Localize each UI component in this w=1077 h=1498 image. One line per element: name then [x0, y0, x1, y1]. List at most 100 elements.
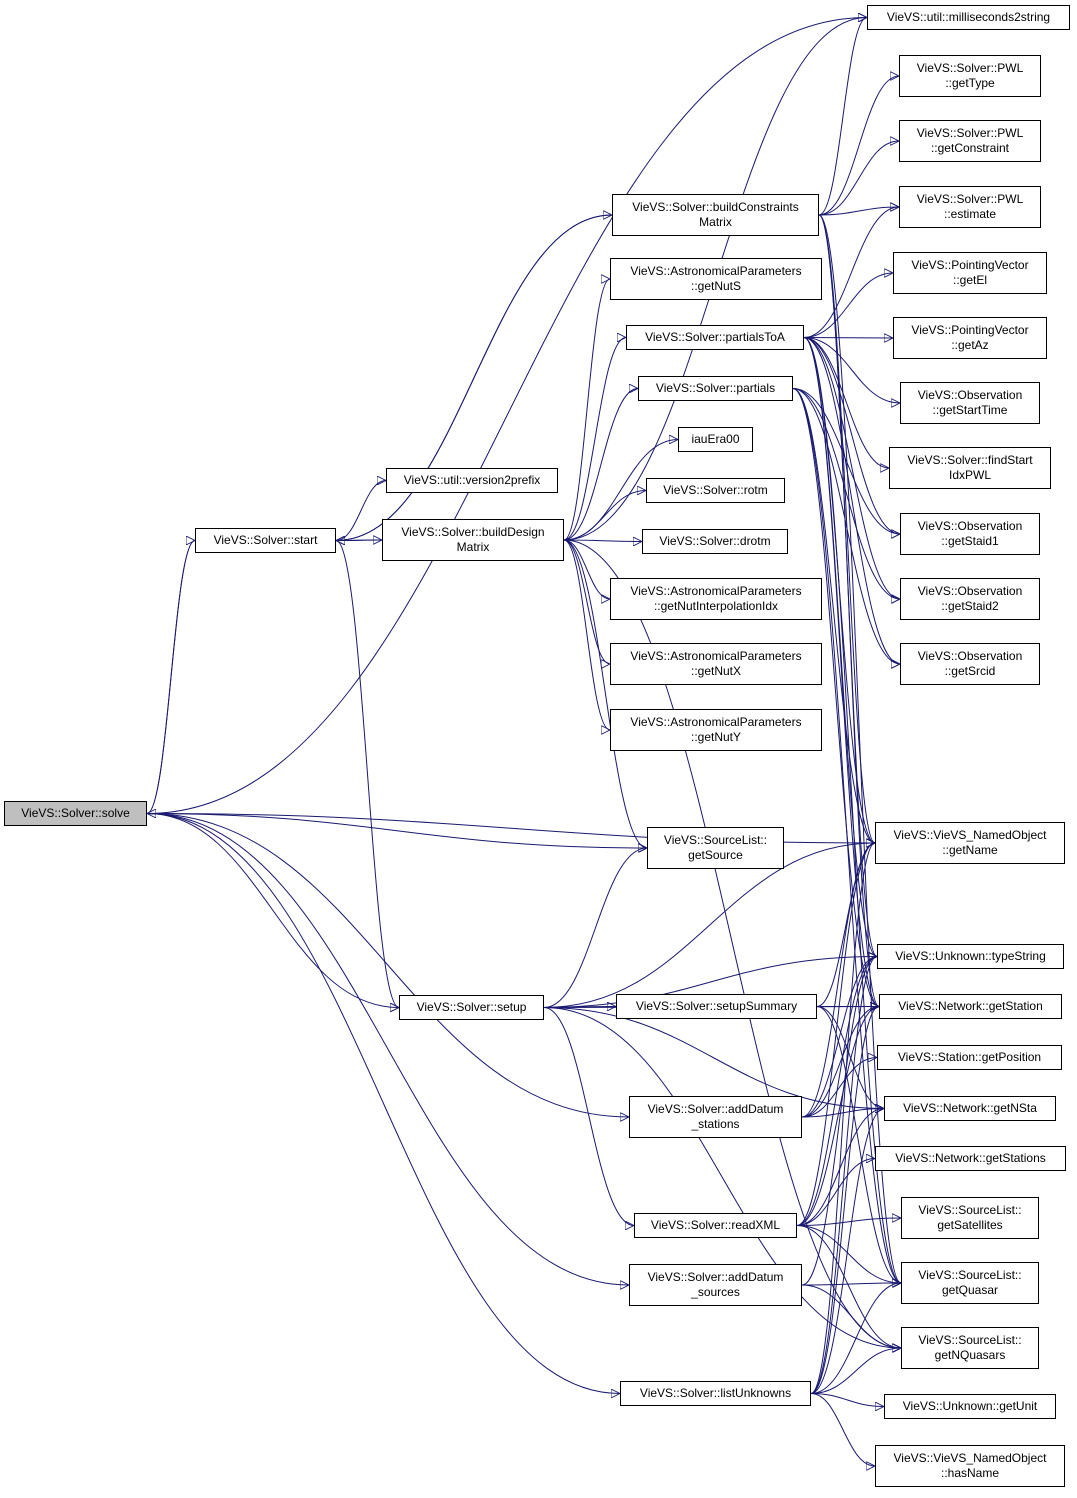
edge-addDatumStations-to-typeString — [801, 957, 878, 1118]
edge-readXML-to-getNQuasars — [796, 1225, 901, 1349]
node-getUnit[interactable]: VieVS::Unknown::getUnit — [884, 1394, 1056, 1419]
node-version2prefix[interactable]: VieVS::util::version2prefix — [386, 468, 558, 493]
edge-listUnknowns-to-getQuasar — [810, 1283, 901, 1394]
node-getNutS[interactable]: VieVS::AstronomicalParameters::getNutS — [610, 258, 822, 300]
node-getNutX[interactable]: VieVS::AstronomicalParameters::getNutX — [610, 643, 822, 685]
node-getPosition[interactable]: VieVS::Station::getPosition — [877, 1045, 1062, 1070]
edge-solve-to-listUnknowns — [146, 813, 620, 1394]
edge-start-to-setup — [335, 540, 400, 1008]
node-label-line: VieVS::SourceList:: — [918, 1268, 1022, 1282]
node-label-line: ::getEl — [952, 273, 988, 287]
edge-setup-to-typeString — [543, 957, 877, 1008]
edge-buildConstraintsMatrix-to-getType — [818, 76, 900, 216]
edge-partialsToA-to-getStartTime — [803, 337, 900, 404]
edge-readXML-to-getStations — [796, 1159, 875, 1226]
edge-readXML-to-getQuasar — [796, 1225, 901, 1284]
node-label-line: VieVS::Observation — [917, 649, 1023, 663]
node-partialsToA[interactable]: VieVS::Solver::partialsToA — [626, 325, 804, 350]
edge-readXML-to-getNSta — [796, 1109, 884, 1226]
node-label-line: VieVS::AstronomicalParameters — [630, 264, 802, 278]
node-label-line: VieVS::AstronomicalParameters — [630, 715, 802, 729]
edge-buildDesignMatrix-to-getNutS — [563, 279, 611, 541]
node-label-line: VieVS::Solver::setup — [416, 1000, 527, 1014]
node-getSource[interactable]: VieVS::SourceList::getSource — [647, 827, 784, 869]
node-setup[interactable]: VieVS::Solver::setup — [399, 995, 544, 1020]
edge-addDatumStations-to-getName — [801, 843, 876, 1118]
node-label-line: VieVS::Solver::buildDesign — [401, 525, 545, 539]
node-label-line: VieVS::Observation — [917, 519, 1023, 533]
edge-buildDesignMatrix-to-getNutX — [563, 539, 611, 664]
node-getNQuasars[interactable]: VieVS::SourceList::getNQuasars — [901, 1327, 1039, 1369]
node-drotm[interactable]: VieVS::Solver::drotm — [642, 529, 788, 554]
node-label-line: VieVS::VieVS_NamedObject — [893, 828, 1047, 842]
node-rotm[interactable]: VieVS::Solver::rotm — [646, 478, 785, 503]
node-milliseconds2string[interactable]: VieVS::util::milliseconds2string — [867, 5, 1070, 30]
node-getStartTime[interactable]: VieVS::Observation::getStartTime — [900, 382, 1040, 424]
node-getSrcid[interactable]: VieVS::Observation::getSrcid — [900, 643, 1040, 685]
node-listUnknowns[interactable]: VieVS::Solver::listUnknowns — [620, 1381, 811, 1406]
node-getNSta[interactable]: VieVS::Network::getNSta — [884, 1096, 1056, 1121]
node-getStations[interactable]: VieVS::Network::getStations — [875, 1146, 1066, 1171]
node-typeString[interactable]: VieVS::Unknown::typeString — [877, 944, 1064, 969]
edge-buildDesignMatrix-to-rotm — [563, 491, 646, 541]
node-label-line: ::getType — [945, 76, 995, 90]
edge-listUnknowns-to-hasName — [810, 1393, 876, 1467]
node-hasName[interactable]: VieVS::VieVS_NamedObject::hasName — [875, 1445, 1065, 1487]
node-label-line: _sources — [691, 1285, 740, 1299]
node-getStaid2[interactable]: VieVS::Observation::getStaid2 — [900, 578, 1040, 620]
node-getSatellites[interactable]: VieVS::SourceList::getSatellites — [901, 1197, 1039, 1239]
node-label-line: ::getSrcid — [944, 664, 996, 678]
node-getAz[interactable]: VieVS::PointingVector::getAz — [893, 317, 1047, 359]
node-getType[interactable]: VieVS::Solver::PWL::getType — [899, 55, 1041, 97]
node-label-line: VieVS::Solver::PWL — [916, 192, 1024, 206]
node-label-line: VieVS::Solver::partialsToA — [645, 330, 785, 344]
node-label-line: getSatellites — [937, 1218, 1003, 1232]
node-getStation[interactable]: VieVS::Network::getStation — [879, 994, 1062, 1019]
node-label-line: VieVS::SourceList:: — [918, 1333, 1022, 1347]
edge-solve-to-milliseconds2string — [146, 18, 867, 814]
node-getQuasar[interactable]: VieVS::SourceList::getQuasar — [901, 1262, 1039, 1304]
node-label-line: VieVS::Observation — [917, 388, 1023, 402]
node-label-line: VieVS::Solver::addDatum — [647, 1270, 784, 1284]
edge-readXML-to-getStation — [796, 1007, 880, 1226]
edge-buildDesignMatrix-to-partialsToA — [563, 338, 627, 541]
node-addDatumStations[interactable]: VieVS::Solver::addDatum_stations — [629, 1096, 802, 1138]
node-label-line: iauEra00 — [691, 432, 740, 446]
edge-readXML-to-getName — [796, 843, 876, 1226]
node-getConstraint[interactable]: VieVS::Solver::PWL::getConstraint — [899, 120, 1041, 162]
node-start[interactable]: VieVS::Solver::start — [195, 528, 336, 553]
node-readXML[interactable]: VieVS::Solver::readXML — [634, 1213, 797, 1238]
node-getName[interactable]: VieVS::VieVS_NamedObject::getName — [875, 822, 1065, 864]
node-addDatumSources[interactable]: VieVS::Solver::addDatum_sources — [629, 1264, 802, 1306]
node-label-line: ::getName — [942, 843, 998, 857]
node-label-line: VieVS::Solver::setupSummary — [635, 999, 798, 1013]
node-partials[interactable]: VieVS::Solver::partials — [638, 376, 793, 401]
node-getNutInterpolationIdx[interactable]: VieVS::AstronomicalParameters::getNutInt… — [610, 578, 822, 620]
node-label-line: VieVS::Network::getStations — [895, 1151, 1046, 1165]
node-label-line: VieVS::Solver::partials — [655, 381, 776, 395]
edge-listUnknowns-to-getUnit — [810, 1393, 884, 1407]
node-getNutY[interactable]: VieVS::AstronomicalParameters::getNutY — [610, 709, 822, 751]
node-label-line: VieVS::Observation — [917, 584, 1023, 598]
edge-addDatumStations-to-getStation — [801, 1007, 879, 1118]
node-estimate[interactable]: VieVS::Solver::PWL::estimate — [899, 186, 1041, 228]
edge-listUnknowns-to-getName — [810, 843, 876, 1394]
node-iauEra00[interactable]: iauEra00 — [678, 427, 753, 452]
edge-partialsToA-to-getQuasar — [803, 337, 902, 1284]
node-label-line: VieVS::Station::getPosition — [897, 1050, 1042, 1064]
edge-partialsToA-to-getAz — [803, 338, 893, 339]
node-solve[interactable]: VieVS::Solver::solve — [4, 801, 147, 826]
edge-listUnknowns-to-getNSta — [810, 1109, 885, 1394]
edge-partials-to-getQuasar — [792, 388, 902, 1284]
node-label-line: VieVS::Network::getNSta — [903, 1101, 1037, 1115]
edge-setup-to-getName — [543, 843, 875, 1008]
node-getStaid1[interactable]: VieVS::Observation::getStaid1 — [900, 513, 1040, 555]
edge-buildConstraintsMatrix-to-getConstraint — [818, 141, 899, 216]
node-label-line: ::getStaid1 — [941, 534, 999, 548]
node-setupSummary[interactable]: VieVS::Solver::setupSummary — [616, 994, 817, 1019]
node-getEl[interactable]: VieVS::PointingVector::getEl — [893, 252, 1047, 294]
